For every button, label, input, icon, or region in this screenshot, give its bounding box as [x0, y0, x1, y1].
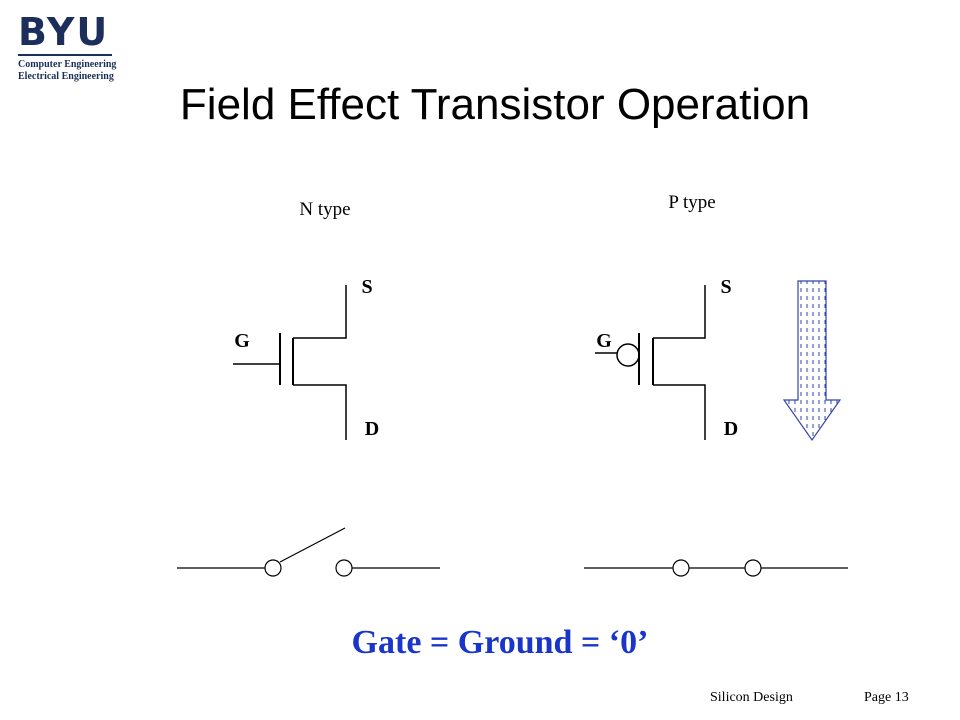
- n-drain-lead: [293, 384, 347, 440]
- p-type-transistor: P type S G D: [595, 192, 738, 440]
- down-arrow-icon: [782, 280, 842, 442]
- p-source-label: S: [720, 276, 731, 298]
- n-gate-label: G: [234, 330, 250, 352]
- open-switch: [177, 527, 440, 577]
- closed-switch-right-terminal: [744, 559, 762, 577]
- open-switch-blade: [279, 527, 346, 563]
- logo-line-1: Computer Engineering: [18, 59, 117, 70]
- n-type-transistor: N type S G D: [233, 199, 379, 440]
- footer-page-number: Page 13: [864, 690, 909, 705]
- open-switch-right-terminal: [335, 559, 353, 577]
- logo-rule: [18, 54, 112, 56]
- closed-switch: [584, 559, 848, 577]
- closed-switch-left-terminal: [672, 559, 690, 577]
- n-type-label: N type: [299, 199, 350, 220]
- logo-wordmark: BYU: [18, 10, 110, 54]
- p-drain-label: D: [724, 418, 738, 440]
- p-drain-lead: [653, 384, 706, 440]
- gate-condition-caption: Gate = Ground = ‘0’: [351, 624, 649, 661]
- p-source-lead: [653, 285, 706, 339]
- n-source-lead: [293, 285, 347, 339]
- open-switch-left-terminal: [264, 559, 282, 577]
- n-source-label: S: [361, 276, 372, 298]
- slide-title: Field Effect Transistor Operation: [179, 80, 811, 129]
- p-type-label: P type: [668, 192, 715, 213]
- logo-line-2: Electrical Engineering: [18, 71, 114, 82]
- n-drain-label: D: [365, 418, 379, 440]
- footer-course: Silicon Design: [710, 690, 793, 705]
- p-gate-label: G: [596, 330, 612, 352]
- p-inversion-bubble: [616, 343, 640, 367]
- byu-logo: BYU Computer Engineering Electrical Engi…: [18, 12, 138, 83]
